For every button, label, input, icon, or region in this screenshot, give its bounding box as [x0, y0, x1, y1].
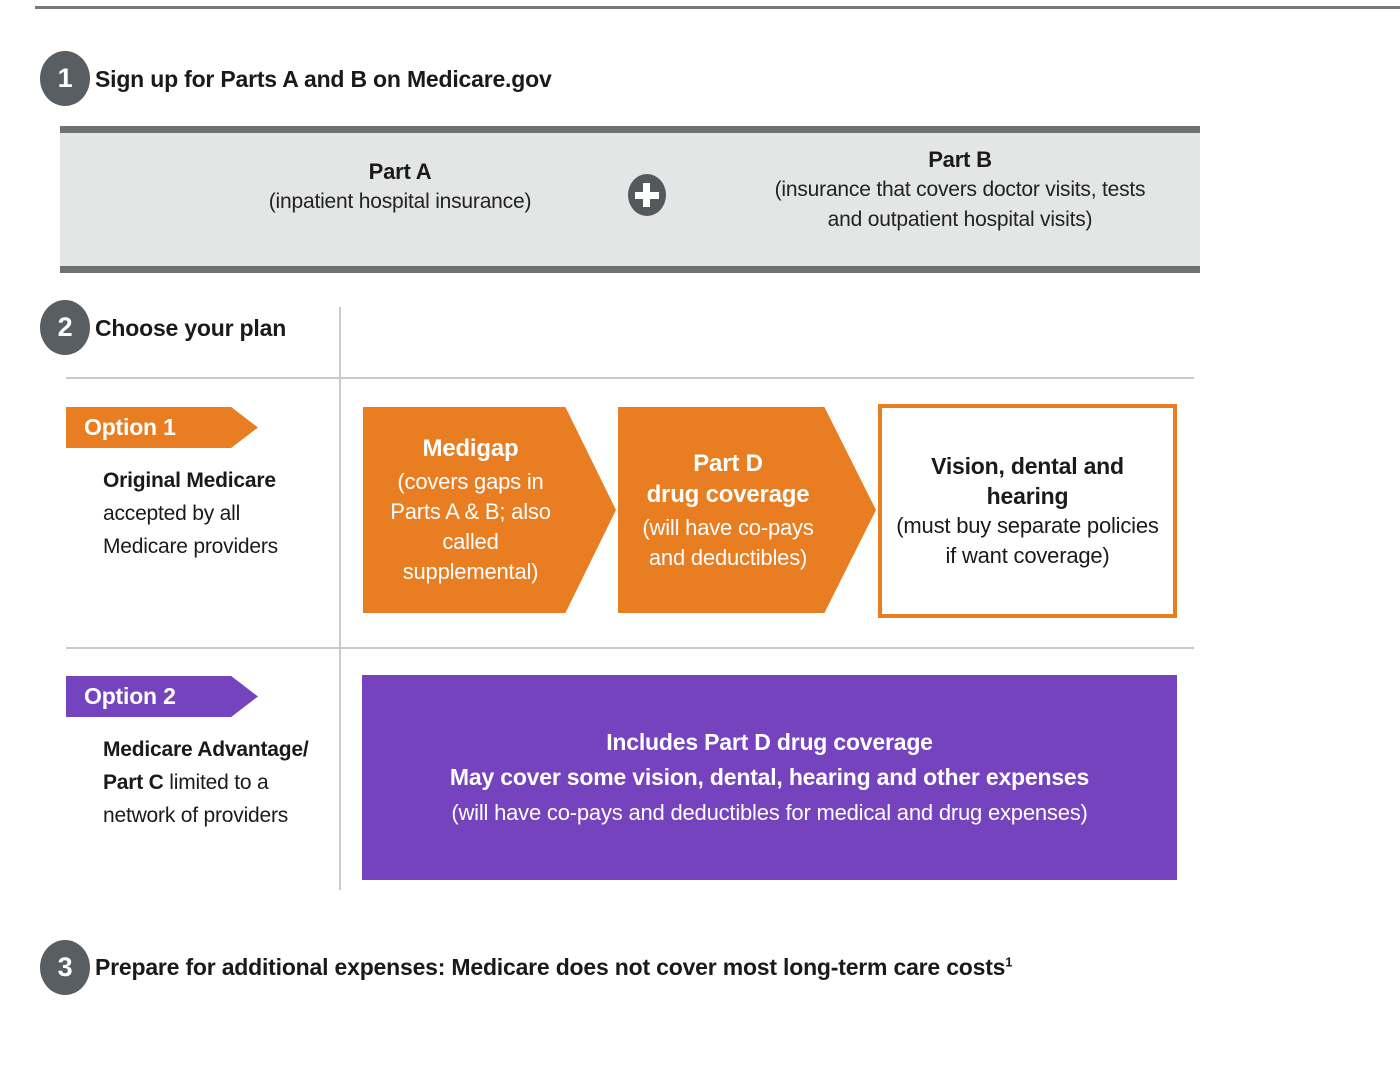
part-b-subtitle: (insurance that covers doctor visits, te… [774, 178, 1146, 231]
advantage-box-line2: May cover some vision, dental, hearing a… [449, 764, 1090, 790]
part-b-block: Part B (insurance that covers doctor vis… [720, 145, 1200, 235]
medigap-body: (covers gaps in Parts A & B; also called… [390, 469, 551, 584]
step1-number: 1 [57, 63, 73, 93]
option2-desc-line1: Medicare Advantage/ [103, 738, 309, 761]
part-d-arrow: Part D drug coverage (will have co-pays … [618, 407, 876, 613]
option1-desc-line1: Original Medicare [103, 469, 276, 492]
step3-badge: 3 [40, 940, 90, 995]
option1-banner-label: Option 1 [84, 414, 176, 440]
option2-banner: Option 2 [66, 676, 258, 717]
option2-desc-line2: Part C limited to a [103, 771, 269, 794]
medigap-arrow: Medigap (covers gaps in Parts A & B; als… [363, 407, 616, 613]
part-d-title: Part D [693, 449, 763, 477]
row-divider-middle [66, 647, 1194, 649]
vision-dental-hearing-box: Vision, dental and hearing (must buy sep… [878, 404, 1177, 618]
option1-description: Original Medicare accepted by all Medica… [103, 464, 278, 563]
medicare-advantage-box: Includes Part D drug coverage May cover … [362, 675, 1177, 880]
option1-desc-line3: Medicare providers [103, 535, 278, 558]
row-divider-top [66, 377, 1194, 379]
option1-desc-line2: accepted by all [103, 502, 241, 525]
vision-title: Vision, dental and hearing [931, 453, 1124, 509]
part-d-body: (will have co-pays and deductibles) [642, 514, 814, 570]
grid-vertical-line [339, 307, 341, 890]
part-a-subtitle: (inpatient hospital insurance) [268, 190, 532, 213]
part-b-title: Part B [928, 147, 992, 172]
medigap-title: Medigap [422, 435, 519, 462]
advantage-box-line3: (will have co-pays and deductibles for m… [451, 800, 1088, 825]
part-d-subtitle: drug coverage [646, 480, 810, 508]
step2-badge: 2 [40, 300, 90, 355]
step2-number: 2 [57, 312, 73, 342]
option2-banner-label: Option 2 [84, 683, 176, 709]
step3-number: 3 [57, 952, 73, 982]
part-a-block: Part A (inpatient hospital insurance) [170, 157, 630, 217]
part-a-title: Part A [368, 159, 432, 184]
plus-icon-vbar [643, 183, 650, 207]
top-rule [35, 6, 1400, 9]
advantage-box-line1: Includes Part D drug coverage [606, 729, 933, 755]
option2-description: Medicare Advantage/ Part C limited to a … [103, 733, 309, 832]
step1-title: Sign up for Parts A and B on Medicare.go… [95, 66, 552, 92]
step1-badge: 1 [40, 51, 90, 106]
option1-banner: Option 1 [66, 407, 258, 448]
vision-body: (must buy separate policies if want cove… [896, 513, 1159, 568]
step3-title: Prepare for additional expenses: Medicar… [95, 954, 1013, 980]
footnote-marker: 1 [1005, 954, 1013, 970]
option2-desc-line3: network of providers [103, 804, 289, 827]
step2-title: Choose your plan [95, 315, 287, 341]
parts-a-b-band: Part A (inpatient hospital insurance) Pa… [60, 126, 1200, 273]
plus-icon [628, 174, 666, 216]
